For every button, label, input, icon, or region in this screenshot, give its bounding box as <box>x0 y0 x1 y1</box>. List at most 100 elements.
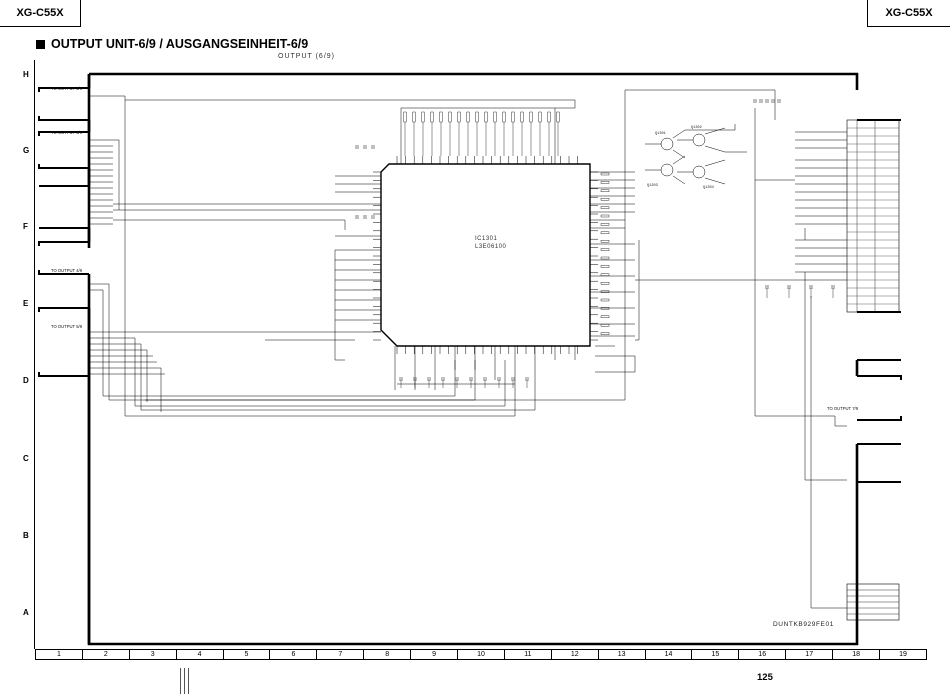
resistor <box>502 111 506 123</box>
row-label-a: A <box>23 608 29 617</box>
resistor <box>600 307 610 310</box>
column-label: 19 <box>899 651 907 658</box>
crop-mark <box>184 668 185 694</box>
resistor <box>430 111 434 123</box>
transistor-q1303: Q1303 <box>647 184 658 188</box>
ic1301-part: L3E06100 <box>475 244 507 250</box>
resistor <box>600 231 610 235</box>
model-label-right: XG-C55X <box>885 7 933 19</box>
resistor <box>600 223 610 226</box>
column-label: 6 <box>270 650 318 659</box>
resistor <box>475 111 479 123</box>
resistor <box>600 181 610 184</box>
row-label-g: G <box>23 146 30 155</box>
column-label: 15 <box>692 650 740 659</box>
row-index-strip: H G F E D C B A <box>22 60 35 649</box>
resistor <box>511 111 515 123</box>
row-label-b: B <box>23 531 29 540</box>
transistor-array <box>645 124 747 185</box>
resistor <box>600 332 610 335</box>
resistor <box>600 281 610 285</box>
document-code: DUNTKB929FE01 <box>773 621 834 628</box>
resistor <box>457 111 461 123</box>
model-tab-left: XG-C55X <box>0 0 81 27</box>
resistor <box>600 298 610 302</box>
resistor <box>600 197 610 201</box>
transistor-q1302: Q1302 <box>691 126 702 130</box>
resistor <box>412 111 416 123</box>
page-title-text: OUTPUT UNIT-6/9 / AUSGANGSEINHEIT-6/9 <box>51 37 309 51</box>
resistor <box>448 111 452 123</box>
column-label: 18 <box>833 650 881 659</box>
bottom-right-pin-table <box>846 583 900 621</box>
column-label: 1 <box>36 650 83 659</box>
resistor <box>529 111 533 123</box>
transistor-q1304: Q1304 <box>703 186 714 190</box>
to-output-7-9-label: TO OUTPUT 7/9 <box>827 406 859 411</box>
resistor <box>600 248 610 251</box>
resistor <box>600 206 610 209</box>
row-label-d: D <box>23 376 29 385</box>
right-pin-rows <box>847 127 899 305</box>
column-label: 5 <box>224 650 271 659</box>
resistor <box>600 315 610 319</box>
column-label: 3 <box>130 650 177 659</box>
left-connector-brackets <box>38 87 89 377</box>
ic1301-chip: IC1301 L3E06100 <box>380 163 591 347</box>
to-output-5-9-label: TO OUTPUT 5/9 <box>51 324 83 329</box>
transistor-q1301: Q1301 <box>655 132 666 136</box>
to-output-4-9-label: TO OUTPUT 4/9 <box>51 268 83 273</box>
resistor <box>466 111 470 123</box>
right-connector-brackets <box>857 119 902 483</box>
passive-components <box>355 99 835 388</box>
resistor <box>439 111 443 123</box>
column-label: 7 <box>317 650 365 659</box>
resistor <box>403 111 407 123</box>
resistor <box>538 111 542 123</box>
model-tab-right: XG-C55X <box>867 0 950 27</box>
resistor <box>421 111 425 123</box>
row-label-f: F <box>23 222 28 231</box>
resistor <box>547 111 551 123</box>
column-label: 14 <box>646 650 693 659</box>
resistor <box>600 290 610 293</box>
column-label: 17 <box>786 650 834 659</box>
column-label: 2 <box>83 650 130 659</box>
resistor <box>600 214 610 218</box>
column-label: 8 <box>364 650 412 659</box>
crop-mark <box>188 668 189 694</box>
bullet-square-icon <box>36 39 45 49</box>
row-label-h: H <box>23 70 29 79</box>
column-label: 13 <box>599 650 646 659</box>
resistor <box>600 172 610 176</box>
ic1301-pins <box>373 156 598 354</box>
resistor <box>493 111 497 123</box>
ic1301-ref: IC1301 <box>475 236 498 242</box>
crop-mark <box>180 668 181 694</box>
to-output-3-9-label: TO OUTPUT 3/9 <box>51 130 83 135</box>
resistor <box>600 239 610 243</box>
schematic-diagram: TO OUTPUT 2/9 TO OUTPUT 3/9 TO OUTPUT 4/… <box>38 72 902 646</box>
diagram-subtitle: OUTPUT (6/9) <box>278 53 335 60</box>
column-label: 12 <box>552 650 599 659</box>
page-number: 125 <box>757 672 773 683</box>
resistor <box>520 111 524 123</box>
to-output-2-9-label: TO OUTPUT 2/9 <box>51 86 83 91</box>
column-label: 9 <box>411 650 459 659</box>
model-label-left: XG-C55X <box>16 7 64 19</box>
row-label-c: C <box>23 454 29 463</box>
row-label-e: E <box>23 299 29 308</box>
column-label: 11 <box>505 650 552 659</box>
resistor <box>600 324 610 327</box>
column-label: 4 <box>177 650 224 659</box>
resistor <box>600 189 610 193</box>
signal-wiring <box>89 89 847 609</box>
resistor <box>600 256 610 260</box>
column-label: 10 <box>458 650 505 659</box>
resistor <box>556 111 560 123</box>
unit-border <box>87 72 859 646</box>
page-title: OUTPUT UNIT-6/9 / AUSGANGSEINHEIT-6/9 <box>36 37 308 51</box>
resistor <box>600 273 610 277</box>
resistor <box>600 265 610 268</box>
resistor <box>484 111 488 123</box>
